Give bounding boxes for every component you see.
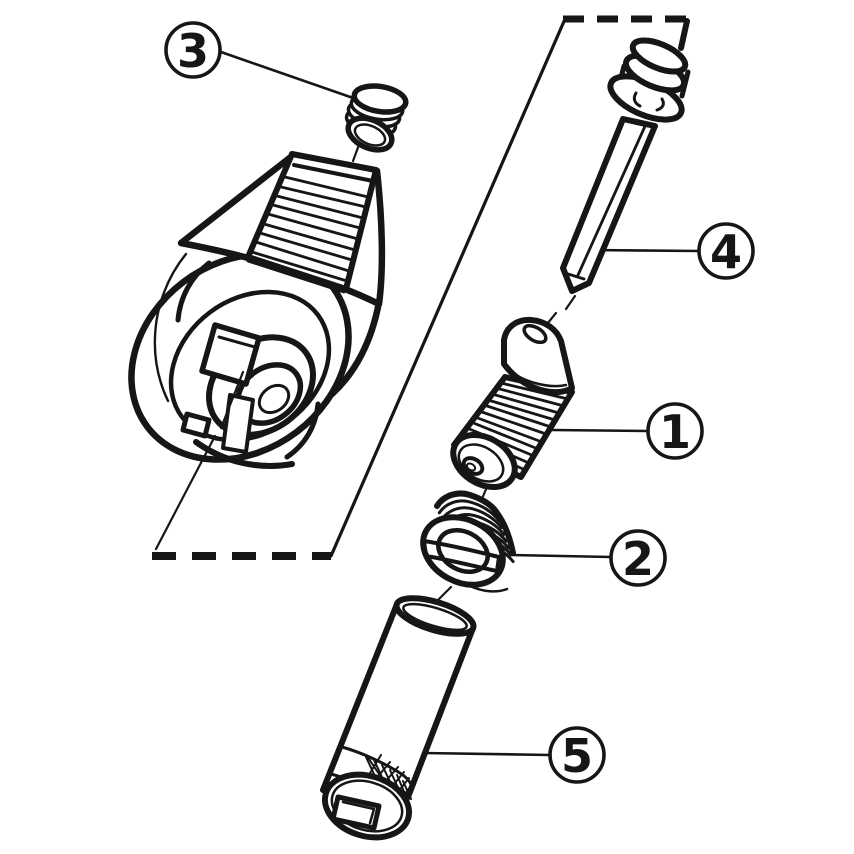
callout-2-circle xyxy=(609,529,667,587)
square-drive-hole xyxy=(330,794,382,831)
knurl-band-upper-arc xyxy=(340,745,414,789)
leader-line-1 xyxy=(549,428,650,433)
hex-tip-facet-line xyxy=(563,271,586,281)
callout-5-circle xyxy=(548,726,606,784)
callout-2-label: 2 xyxy=(622,532,654,586)
shank-thread-lines xyxy=(246,175,370,294)
callout-5: 5 xyxy=(548,726,606,784)
ring-face-slot xyxy=(422,539,501,573)
part-cylindrical-sleeve xyxy=(320,595,477,841)
part-hex-key-bar xyxy=(560,37,691,294)
part-socket-head-screw xyxy=(450,316,575,491)
callout-1: 1 xyxy=(646,402,704,460)
shank-top-chamfer-line xyxy=(292,163,375,183)
plane-left-edge xyxy=(329,17,567,558)
callout-3-circle xyxy=(164,21,222,79)
screw-tip-bore xyxy=(461,456,485,476)
sleeve-top-opening xyxy=(393,595,477,637)
cap-top-dome xyxy=(629,37,689,75)
plug-bottom-inner-ring xyxy=(353,123,387,147)
leader-line-3 xyxy=(219,50,358,101)
callout-4-circle xyxy=(697,222,755,280)
part-chuck-body xyxy=(128,151,386,551)
leader-line-5 xyxy=(421,751,552,757)
callout-1-circle xyxy=(646,402,704,460)
keyway-tab-inner-line xyxy=(217,335,257,349)
plane-right-corner-stub xyxy=(678,18,690,51)
centerline-ring-to-sleeve xyxy=(435,585,453,603)
screw-tip-bore-inner xyxy=(465,462,477,472)
sleeve-bottom-chamfer-ring xyxy=(330,779,404,833)
sleeve-top-inner-ring xyxy=(402,602,468,632)
collet-slot xyxy=(221,393,255,454)
centerline-chuck-axis xyxy=(154,370,245,551)
ring-crest-and-right-edge xyxy=(434,490,516,556)
callout-1-label: 1 xyxy=(659,405,691,459)
chuck-right-silhouette xyxy=(328,298,383,398)
callout-5-label: 5 xyxy=(561,729,593,783)
collet-center-hole xyxy=(257,383,291,415)
callout-balloons: 1 2 3 4 5 xyxy=(164,21,755,784)
callout-2: 2 xyxy=(609,529,667,587)
rim-lug xyxy=(180,411,212,439)
screw-head xyxy=(501,316,575,396)
face-shading-arc-upper-left xyxy=(175,260,212,323)
square-hole-depth-lines xyxy=(341,800,376,825)
callout-4: 4 xyxy=(697,222,755,280)
collar-socket-opening-arcs xyxy=(632,91,665,112)
part-threaded-ring xyxy=(420,490,516,593)
chuck-left-chamfer-line xyxy=(153,252,188,403)
callout-3: 3 xyxy=(164,21,222,79)
callout-3-label: 3 xyxy=(177,24,209,78)
boundary-plane xyxy=(152,15,690,560)
face-shading-arc-bottom xyxy=(193,439,295,469)
leader-lines xyxy=(219,50,701,757)
part-threaded-plug xyxy=(344,83,409,153)
hex-facet-line xyxy=(576,122,648,277)
leader-line-4 xyxy=(586,248,701,253)
screw-bottom-chamfer-ring xyxy=(457,443,505,483)
keyway-tab xyxy=(199,322,262,387)
screw-head-chamfer-line xyxy=(507,367,568,388)
screw-hex-socket xyxy=(522,323,548,345)
leader-line-2 xyxy=(509,553,613,559)
ring-bottom-chamfer-arc xyxy=(468,584,509,593)
face-shading-arc-lower-right xyxy=(284,401,321,460)
callout-4-label: 4 xyxy=(710,225,742,279)
plug-top-cap xyxy=(351,83,409,115)
